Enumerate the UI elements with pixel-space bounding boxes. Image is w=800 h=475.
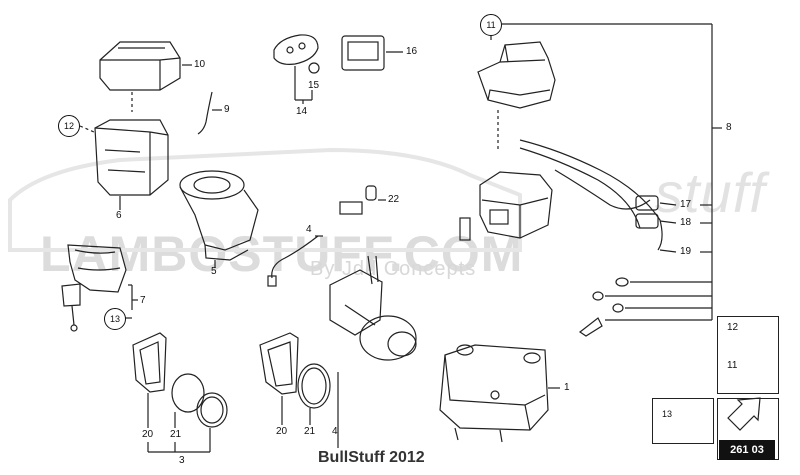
label-part-18: 18 [680,217,692,228]
gasket-20-center [259,332,299,395]
fitting-a [615,277,629,287]
circled-label-11: 11 [480,14,502,36]
legend-box-fasteners [717,316,779,394]
housing-6 [94,119,169,196]
circled-label-13-legend: 13 [656,403,678,425]
label-part-9: 9 [224,104,230,115]
watermark-brand: LAMBOSTUFF.COM [40,226,524,282]
diagram-code-badge: 261 03 [719,440,775,460]
blower-motor-5 [179,170,259,261]
control-unit-10 [99,41,181,91]
burner-assembly-4 [329,255,417,361]
label-part-17: 17 [680,199,692,210]
label-part-6: 6 [116,210,122,221]
label-part-16: 16 [406,46,418,57]
label-part-20-left: 20 [142,429,154,440]
wire-harness [519,139,663,251]
fitting-c [612,303,624,313]
label-part-3: 3 [179,455,185,466]
fitting-b [592,291,604,301]
seal-ring-21-left [171,373,205,413]
bracket-clip [578,317,603,337]
watermark-script: stuff [655,161,766,224]
circled-label-13: 13 [104,308,126,330]
label-part-20-center: 20 [276,426,288,437]
battery-15 [308,62,320,74]
gasket-20-left [132,332,167,393]
remote-key-14 [273,34,319,65]
car-silhouette-watermark [8,147,522,252]
connector-17 [635,195,659,211]
label-part-7: 7 [140,295,146,306]
label-part-5: 5 [211,266,217,277]
label-part-4-sensor: 4 [306,224,312,235]
seal-ring-21b-left [196,392,228,428]
display-panel-16 [341,35,385,71]
connector-pad-22 [339,201,363,215]
label-part-15: 15 [308,80,320,91]
label-part-1: 1 [564,382,570,393]
circled-label-12: 12 [58,115,80,137]
seal-ring-21-center [297,363,331,409]
footer-credit: BullStuff 2012 [318,449,425,466]
label-part-22: 22 [388,194,400,205]
direction-arrow-icon [727,397,761,431]
label-part-21-center: 21 [304,426,316,437]
legend-label-12: 12 [727,322,739,333]
label-part-14: 14 [296,106,308,117]
label-part-4-assembly: 4 [332,426,338,437]
heater-unit-1 [439,344,549,443]
label-part-21-left: 21 [170,429,182,440]
label-part-10: 10 [194,59,206,70]
valve-block-8 [479,171,553,239]
label-part-8: 8 [726,122,732,133]
control-module-11 [477,41,556,109]
connector-pin-22 [365,185,377,201]
harness-7 [61,244,127,332]
fuse-clip [459,217,471,241]
label-part-19: 19 [680,246,692,257]
sensor-lead-4 [271,235,319,279]
legend-label-11: 11 [727,360,738,371]
connector-18 [635,213,659,229]
tube-9 [197,91,213,135]
